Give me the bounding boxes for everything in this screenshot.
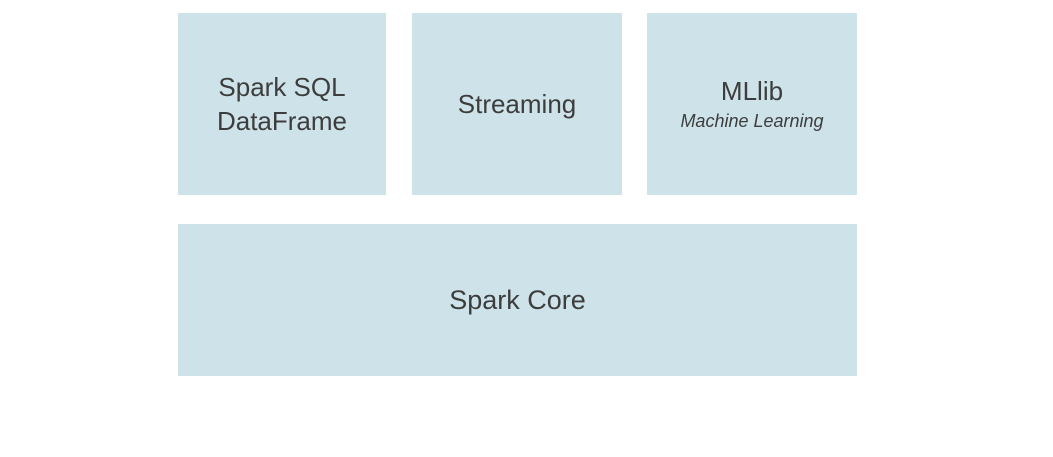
streaming-label: Streaming [457, 89, 577, 119]
spark-sql-label-line2: DataFrame [216, 106, 348, 136]
mllib-label: MLlib [720, 76, 784, 106]
spark-sql-label-line1: Spark SQL [218, 72, 346, 102]
streaming-box: Streaming [412, 13, 622, 195]
spark-sql-dataframe-box: Spark SQL DataFrame [178, 13, 386, 195]
mllib-subtitle: Machine Learning [680, 111, 824, 131]
spark-core-box: Spark Core [178, 224, 857, 376]
mllib-box: MLlib Machine Learning [647, 13, 857, 195]
spark-core-label: Spark Core [449, 285, 586, 315]
